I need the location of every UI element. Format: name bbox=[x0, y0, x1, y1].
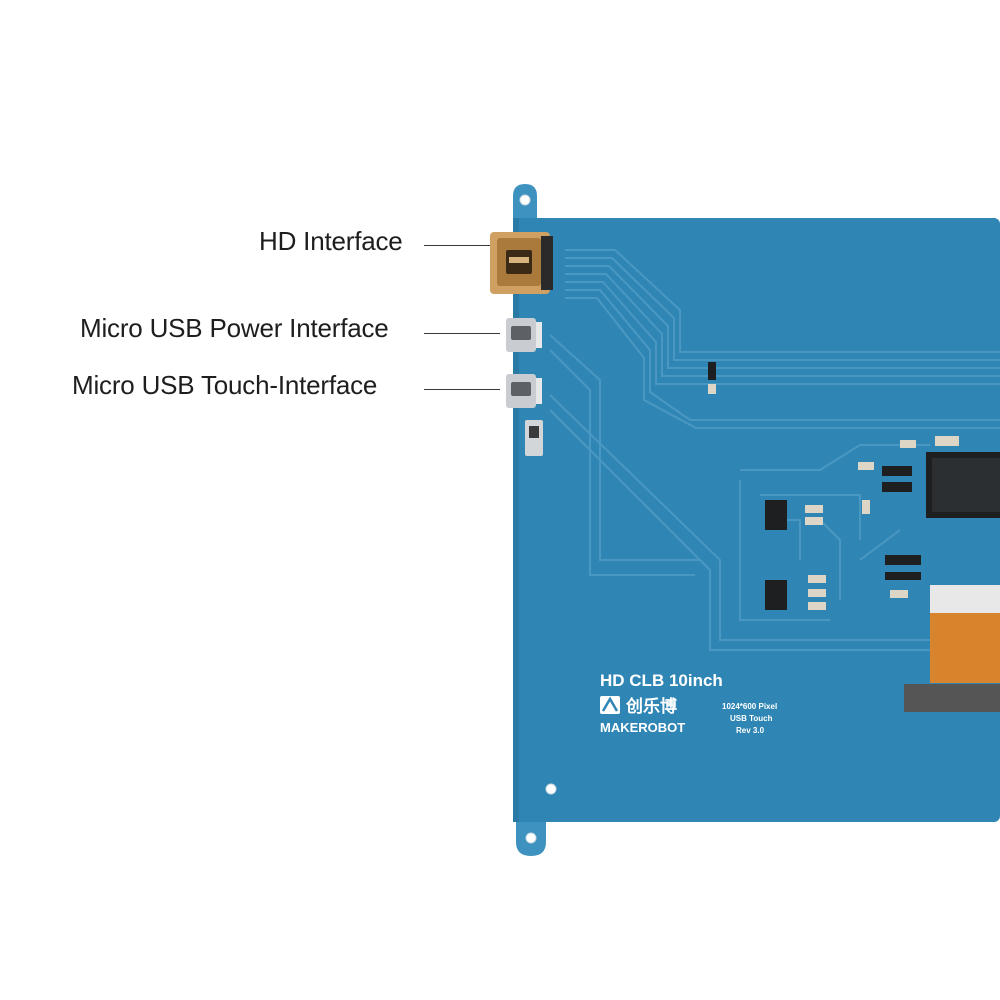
power-interface-leader-line bbox=[424, 333, 500, 334]
board-model-label: HD CLB 10inch bbox=[600, 671, 723, 690]
ffc-connector bbox=[904, 585, 1000, 712]
brand-label: MAKEROBOT bbox=[600, 720, 685, 735]
pcb-traces bbox=[549, 249, 1000, 651]
hd-interface-label: HD Interface bbox=[259, 226, 403, 256]
touch-interface-leader-line bbox=[424, 389, 500, 390]
hd-connector bbox=[490, 232, 553, 294]
spec-resolution-label: 1024*600 Pixel bbox=[722, 702, 777, 711]
power-interface-label: Micro USB Power Interface bbox=[80, 313, 389, 343]
mounting-hole bbox=[545, 783, 557, 795]
main-controller-chip bbox=[926, 452, 1000, 518]
spec-touch-label: USB Touch bbox=[730, 714, 773, 723]
micro-usb-touch-port bbox=[506, 374, 542, 408]
mounting-tabs bbox=[513, 184, 546, 856]
brand-chinese-label: 创乐博 bbox=[625, 696, 677, 716]
touch-interface-label: Micro USB Touch-Interface bbox=[72, 370, 378, 400]
power-switch bbox=[525, 420, 543, 456]
smd-components bbox=[708, 362, 959, 610]
spec-revision-label: Rev 3.0 bbox=[736, 726, 765, 735]
hd-interface-leader-line bbox=[424, 245, 490, 246]
micro-usb-power-port bbox=[506, 318, 542, 352]
